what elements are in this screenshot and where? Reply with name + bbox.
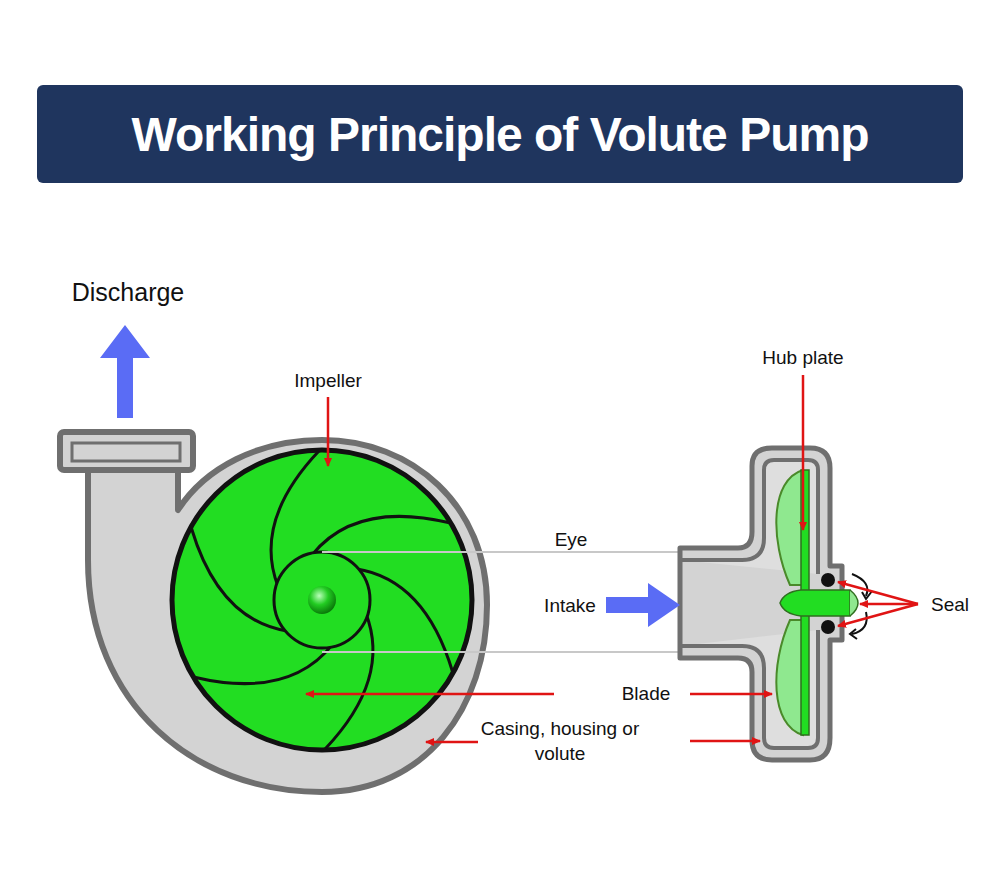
leader-lines — [306, 375, 918, 742]
impeller-blade — [356, 569, 453, 672]
title-text: Working Principle of Volute Pump — [132, 107, 869, 162]
part-label: Casing, housing or volute — [480, 717, 640, 766]
impeller-section — [776, 470, 872, 735]
impeller — [172, 450, 472, 750]
part-label: Blade — [622, 682, 671, 707]
title-banner: Working Principle of Volute Pump — [37, 85, 963, 183]
discharge-arrow — [100, 325, 150, 418]
impeller-blade — [191, 528, 288, 631]
part-label: Eye — [555, 528, 588, 553]
part-label: Hub plate — [762, 346, 843, 371]
eye-line — [322, 551, 682, 553]
part-label: Intake — [544, 594, 596, 619]
volute-casing — [60, 432, 487, 792]
intake-arrow — [606, 583, 680, 627]
impeller-blade — [312, 516, 450, 555]
part-label: Impeller — [294, 369, 362, 394]
eye-line — [322, 651, 682, 653]
part-label: Seal — [931, 593, 969, 618]
impeller-blade — [195, 645, 333, 684]
part-label: Discharge — [72, 276, 185, 309]
